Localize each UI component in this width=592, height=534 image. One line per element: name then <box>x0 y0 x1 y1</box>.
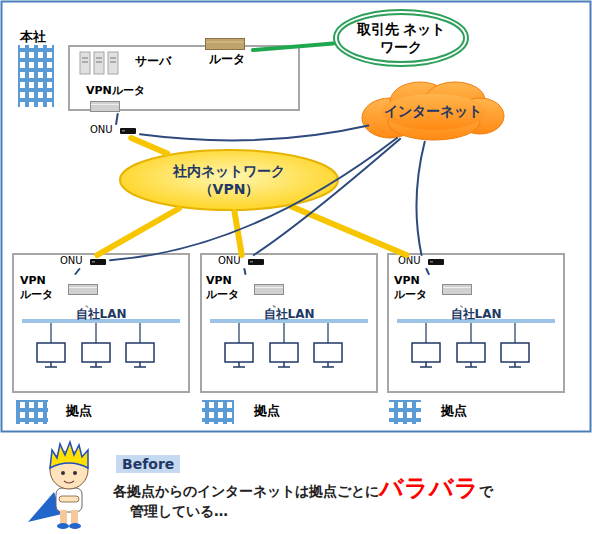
connector-line <box>416 142 424 255</box>
connector-line <box>292 206 407 255</box>
onu-device <box>428 259 444 266</box>
note-text: 管理している… <box>130 503 228 521</box>
onu-node: ONU <box>90 124 140 138</box>
router-node: ルータ <box>203 36 253 68</box>
node-text: 拠点 <box>254 403 280 419</box>
connector-line <box>461 306 463 307</box>
note-text: バラバラ <box>379 472 479 504</box>
node-text: 本社 <box>20 29 46 45</box>
note-text: Before <box>116 455 180 473</box>
onu-node: ONU <box>398 255 448 269</box>
hq-box: 本社サーバルータVPNルータ <box>68 45 300 111</box>
node-text: VPN ルータ <box>20 274 58 302</box>
server-node: サーバ <box>135 54 180 72</box>
onu-node: ONU <box>218 255 268 269</box>
lan-band: 自社LAN <box>210 307 368 325</box>
onu-node: ONU <box>60 255 110 269</box>
onu-device <box>90 259 106 266</box>
connector-line <box>97 209 179 256</box>
branch-box: 拠点ONUVPN ルータ自社LAN <box>200 253 378 393</box>
outer-frame <box>2 2 591 432</box>
connector-line <box>116 114 118 124</box>
mascot <box>28 442 88 529</box>
node-text: VPN ルータ <box>394 274 432 302</box>
node-text: VPNルータ <box>86 84 145 98</box>
note-text: で <box>479 483 493 501</box>
node-text: 自社LAN <box>397 307 555 322</box>
server-icons <box>80 52 118 74</box>
vpn-router-node: VPN ルータ <box>20 274 105 306</box>
connector-line <box>140 126 368 141</box>
node-text: ONU <box>60 255 83 268</box>
connector-line <box>110 138 397 260</box>
caption-line: 各拠点からのインターネットは拠点ごとにバラバラで <box>113 472 493 504</box>
node-text: 拠点 <box>66 403 92 419</box>
connector-line <box>131 138 167 153</box>
hq-building <box>18 45 54 107</box>
monitors <box>37 323 529 367</box>
node-text: サーバ <box>135 54 171 69</box>
node-text: ONU <box>218 255 241 268</box>
onu-device <box>120 128 136 135</box>
note-text: 各拠点からのインターネットは拠点ごとに <box>113 483 379 501</box>
branch-buildings <box>16 400 421 424</box>
partner-network-ellipse: 取引先 ネットワーク <box>332 8 470 68</box>
vpn-router-node: VPN ルータ <box>394 274 479 306</box>
branch-box: 拠点ONUVPN ルータ自社LAN <box>387 253 565 393</box>
node-text: 拠点 <box>441 403 467 419</box>
internet-cloud: インターネット <box>360 80 505 142</box>
node-text: 自社LAN <box>22 307 180 322</box>
node-text: VPN ルータ <box>206 274 244 302</box>
node-text: 社内ネットワーク （VPN） <box>164 162 294 198</box>
onu-device <box>248 259 264 266</box>
connector-line <box>273 306 275 307</box>
vpn-router-icon <box>254 284 284 295</box>
node-text: 取引先 ネットワーク <box>351 20 451 56</box>
vpn-router-icon <box>442 284 472 295</box>
vpn-ellipse: 社内ネットワーク （VPN） <box>118 148 340 212</box>
connector-line <box>235 212 242 255</box>
vpn-router-icon <box>90 101 120 112</box>
node-text: ONU <box>90 124 113 137</box>
vpn-router-node: VPN ルータ <box>206 274 291 306</box>
vpn-router-node: VPNルータ <box>84 84 156 114</box>
connector-line <box>244 269 245 274</box>
green-shape <box>332 8 470 68</box>
connector-line <box>86 306 88 307</box>
lan-band: 自社LAN <box>397 307 555 325</box>
vpn-router-icon <box>68 284 98 295</box>
yellow-shape <box>118 148 340 212</box>
branch-box: 拠点ONUVPN ルータ自社LAN <box>12 253 190 393</box>
router-icon <box>205 38 245 50</box>
node-text: 自社LAN <box>210 307 368 322</box>
node-text: ONU <box>398 255 421 268</box>
node-text: インターネット <box>373 102 493 120</box>
connector-line <box>426 269 428 274</box>
node-text: ルータ <box>209 52 245 67</box>
lan-band: 自社LAN <box>22 307 180 325</box>
connector-line <box>75 269 79 274</box>
